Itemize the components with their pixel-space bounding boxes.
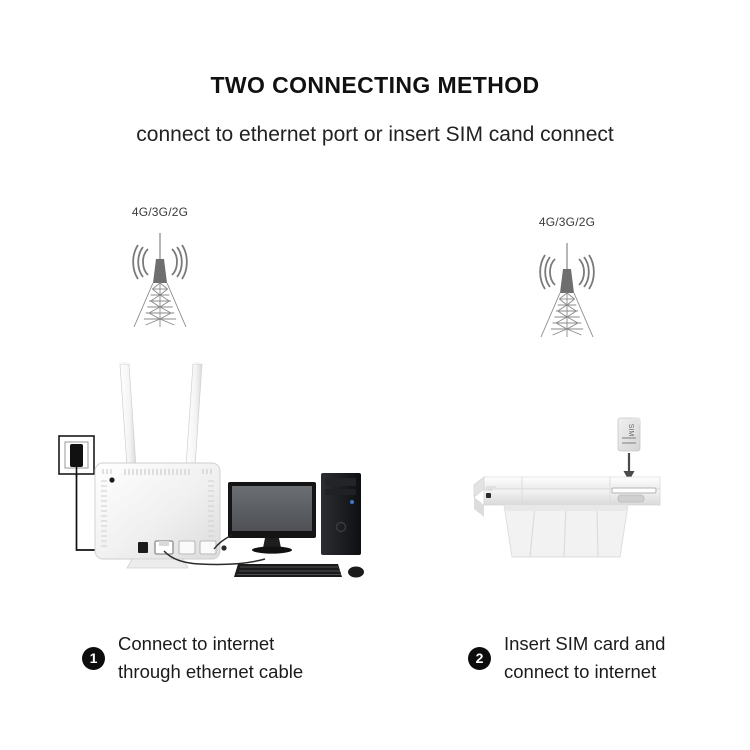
caption-1-line-1: Connect to internet — [118, 633, 275, 654]
insert-arrow-icon — [623, 453, 635, 481]
ethernet-port-lan2 — [199, 540, 217, 555]
caption-method-1: 1 Connect to internet through ethernet c… — [82, 630, 303, 686]
monitor-base — [252, 546, 292, 554]
cpe-reset-button — [486, 493, 491, 498]
page-subtitle: connect to ethernet port or insert SIM c… — [136, 123, 614, 146]
desktop-computer — [213, 473, 364, 578]
ethernet-cable — [163, 550, 266, 566]
ethernet-port-lan1 — [178, 540, 196, 555]
mouse — [348, 566, 364, 578]
page-title: TWO CONNECTING METHOD — [210, 72, 540, 98]
power-port — [138, 542, 148, 553]
caption-text-1: Connect to internet through ethernet cab… — [118, 630, 303, 686]
step-badge-1: 1 — [82, 646, 105, 670]
caption-2-line-1: Insert SIM card and — [504, 633, 666, 654]
monitor-screen — [232, 486, 312, 531]
power-adapter-icon — [58, 435, 95, 477]
sim-setup-illustration: SIM — [473, 417, 661, 558]
caption-method-2: 2 Insert SIM card and connect to interne… — [468, 630, 665, 686]
sim-card: SIM — [617, 417, 641, 452]
wifi-router-device — [94, 462, 227, 569]
cell-tower-icon-left — [132, 233, 188, 328]
router-antennas — [119, 362, 203, 468]
caption-text-2: Insert SIM card and connect to internet — [504, 630, 665, 686]
cell-tower-right: 4G/3G/2G — [513, 215, 621, 340]
sim-card-slot — [611, 487, 657, 494]
ethernet-setup-illustration — [58, 362, 364, 578]
sim-card-label: SIM — [627, 424, 634, 437]
caption-1-line-2: through ethernet cable — [118, 661, 304, 683]
step-badge-2: 2 — [468, 646, 491, 670]
monitor-neck — [263, 538, 281, 548]
tower-label-right: 4G/3G/2G — [538, 215, 596, 229]
cell-tower-icon-right — [539, 243, 595, 338]
keyboard — [234, 564, 342, 577]
cpe-router-device — [473, 476, 661, 558]
cell-tower-left: 4G/3G/2G — [106, 205, 214, 330]
reset-button-icon — [109, 477, 115, 483]
tower-label-left: 4G/3G/2G — [131, 205, 189, 219]
usb-port — [617, 494, 645, 503]
caption-2-line-2: connect to internet — [504, 661, 657, 683]
